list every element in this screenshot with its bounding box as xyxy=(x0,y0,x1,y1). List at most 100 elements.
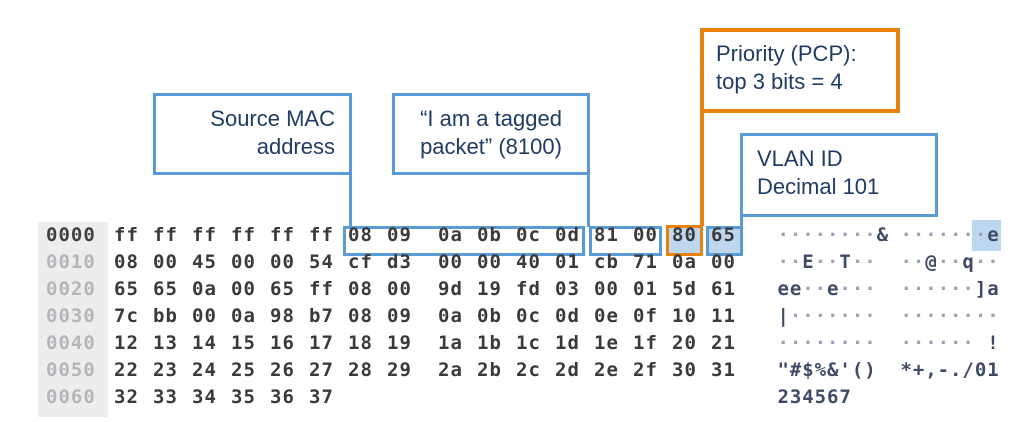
hex-byte: 81 xyxy=(594,224,619,246)
hex-byte: 2b xyxy=(477,359,502,381)
hex-byte: 00 xyxy=(231,251,256,273)
hex-byte: 13 xyxy=(153,332,178,354)
priority-pcp-callout-line1: Priority (PCP): xyxy=(716,41,857,66)
ascii-char: e xyxy=(986,222,1000,249)
ascii-group-2: ········ xyxy=(900,303,999,330)
ascii-char: · xyxy=(912,332,925,354)
hex-byte: 1b xyxy=(477,332,502,354)
hex-byte: d3 xyxy=(387,251,412,273)
ascii-char: a xyxy=(987,278,999,300)
hex-byte: 00 xyxy=(387,278,412,300)
priority-pcp-callout-line2: top 3 bits = 4 xyxy=(716,69,843,94)
priority-pcp-callout: Priority (PCP): top 3 bits = 4 xyxy=(700,28,900,113)
tagged-packet-callout-line1: “I am a tagged xyxy=(420,106,562,131)
ascii-char: 0 xyxy=(974,359,987,381)
ascii-char: · xyxy=(814,251,827,273)
hex-byte: 40 xyxy=(516,251,541,273)
hex-byte: 09 xyxy=(387,224,412,246)
hex-byte: 65 xyxy=(270,278,295,300)
ascii-char: · xyxy=(839,278,851,300)
ascii-char: · xyxy=(864,251,876,273)
hex-byte: 01 xyxy=(555,251,580,273)
hex-byte: 20 xyxy=(672,332,697,354)
offset-label: 0060 xyxy=(46,386,96,408)
ascii-char: · xyxy=(839,224,851,246)
hex-byte: 08 xyxy=(348,224,373,246)
source-mac-connector-line xyxy=(349,173,352,227)
hex-byte: 22 xyxy=(114,359,139,381)
ascii-char: q xyxy=(962,251,974,273)
offset-label: 0030 xyxy=(46,305,96,327)
ascii-char: · xyxy=(814,332,827,354)
ascii-char: · xyxy=(950,332,962,354)
ascii-group-1: ········ xyxy=(777,332,876,354)
hex-byte: 2f xyxy=(633,359,658,381)
ascii-char: · xyxy=(925,278,937,300)
vlan-id-callout-line2: Decimal 101 xyxy=(757,174,880,199)
ascii-char: · xyxy=(962,278,974,300)
ascii-char: · xyxy=(962,224,974,246)
ascii-char: " xyxy=(777,359,789,381)
ascii-char: · xyxy=(925,332,937,354)
ascii-char: · xyxy=(937,278,950,300)
pcp-byte-box xyxy=(666,225,703,256)
ascii-char: * xyxy=(900,359,912,381)
ascii-char: · xyxy=(802,332,814,354)
ascii-char: · xyxy=(974,251,987,273)
ascii-char: · xyxy=(974,222,987,249)
ascii-char: · xyxy=(987,305,999,327)
ascii-char: 2 xyxy=(777,386,789,408)
ascii-char: · xyxy=(950,251,962,273)
ascii-char: + xyxy=(912,359,925,381)
ascii-char: · xyxy=(851,278,864,300)
hex-byte: ff xyxy=(309,278,334,300)
hex-byte: 12 xyxy=(114,332,139,354)
ascii-char: · xyxy=(851,332,864,354)
hex-byte: ff xyxy=(309,224,334,246)
ascii-column: ee··e··· ······]a xyxy=(777,276,998,303)
ascii-char: · xyxy=(789,224,802,246)
hex-byte: 37 xyxy=(309,386,334,408)
hex-byte: 00 xyxy=(711,251,736,273)
ascii-char: 6 xyxy=(827,386,839,408)
hex-byte: 45 xyxy=(192,251,217,273)
ascii-char: · xyxy=(851,251,864,273)
ascii-char: · xyxy=(900,278,912,300)
ascii-char: · xyxy=(900,251,912,273)
ascii-group-2: *+,-./01 xyxy=(900,357,999,384)
hex-byte: 2e xyxy=(594,359,619,381)
tagged-packet-connector-line xyxy=(587,173,590,227)
offset-label: 0040 xyxy=(46,332,96,354)
ascii-char: · xyxy=(802,224,814,246)
hex-byte: 0a xyxy=(192,278,217,300)
hex-byte: 0f xyxy=(633,305,658,327)
ascii-char: · xyxy=(802,278,814,300)
vlan-id-callout: VLAN ID Decimal 101 xyxy=(740,133,938,217)
ascii-char: · xyxy=(925,224,937,246)
hex-byte: 1a xyxy=(438,332,463,354)
ascii-char: · xyxy=(789,251,802,273)
ascii-group-2: ······]a xyxy=(900,276,999,303)
hex-byte: 65 xyxy=(114,278,139,300)
ascii-group-1: ee··e··· xyxy=(777,278,876,300)
ascii-char: · xyxy=(839,332,851,354)
hex-byte: 2a xyxy=(438,359,463,381)
ascii-char: | xyxy=(777,305,789,327)
hex-byte: 71 xyxy=(633,251,658,273)
ascii-char: · xyxy=(777,332,789,354)
hex-byte: 5d xyxy=(672,278,697,300)
hex-byte: 00 xyxy=(270,251,295,273)
ascii-char: · xyxy=(789,305,802,327)
ascii-char: · xyxy=(937,251,950,273)
ascii-char: # xyxy=(789,359,802,381)
hex-byte: 32 xyxy=(114,386,139,408)
hex-byte: 08 xyxy=(348,305,373,327)
hex-byte: 80 xyxy=(672,224,697,246)
ascii-char: · xyxy=(851,305,864,327)
